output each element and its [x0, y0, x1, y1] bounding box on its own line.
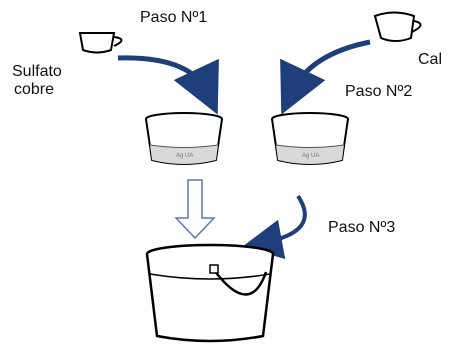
curved-arrow-icon	[117, 55, 219, 115]
step-3-label: Paso Nº3	[328, 219, 395, 236]
cup-water-label: Ag UA	[302, 153, 319, 159]
curved-arrow-icon	[280, 39, 371, 115]
hollow-down-arrow-icon	[174, 179, 216, 240]
sulfato-label-line1: Sulfato	[12, 63, 62, 80]
sulfato-label-line2: cobre	[14, 81, 54, 98]
teacup-icon	[78, 32, 123, 54]
cup-water-label: Ag UA	[176, 153, 193, 159]
step-2-label: Paso Nº2	[345, 83, 412, 100]
cal-label: Cal	[418, 51, 442, 68]
curved-arrow-icon	[242, 194, 307, 260]
water-cup: Ag UA	[145, 112, 223, 165]
water-cup: Ag UA	[271, 112, 349, 165]
teacup-icon	[373, 11, 422, 42]
bucket-icon	[145, 243, 275, 343]
step-1-label: Paso Nº1	[140, 9, 207, 26]
